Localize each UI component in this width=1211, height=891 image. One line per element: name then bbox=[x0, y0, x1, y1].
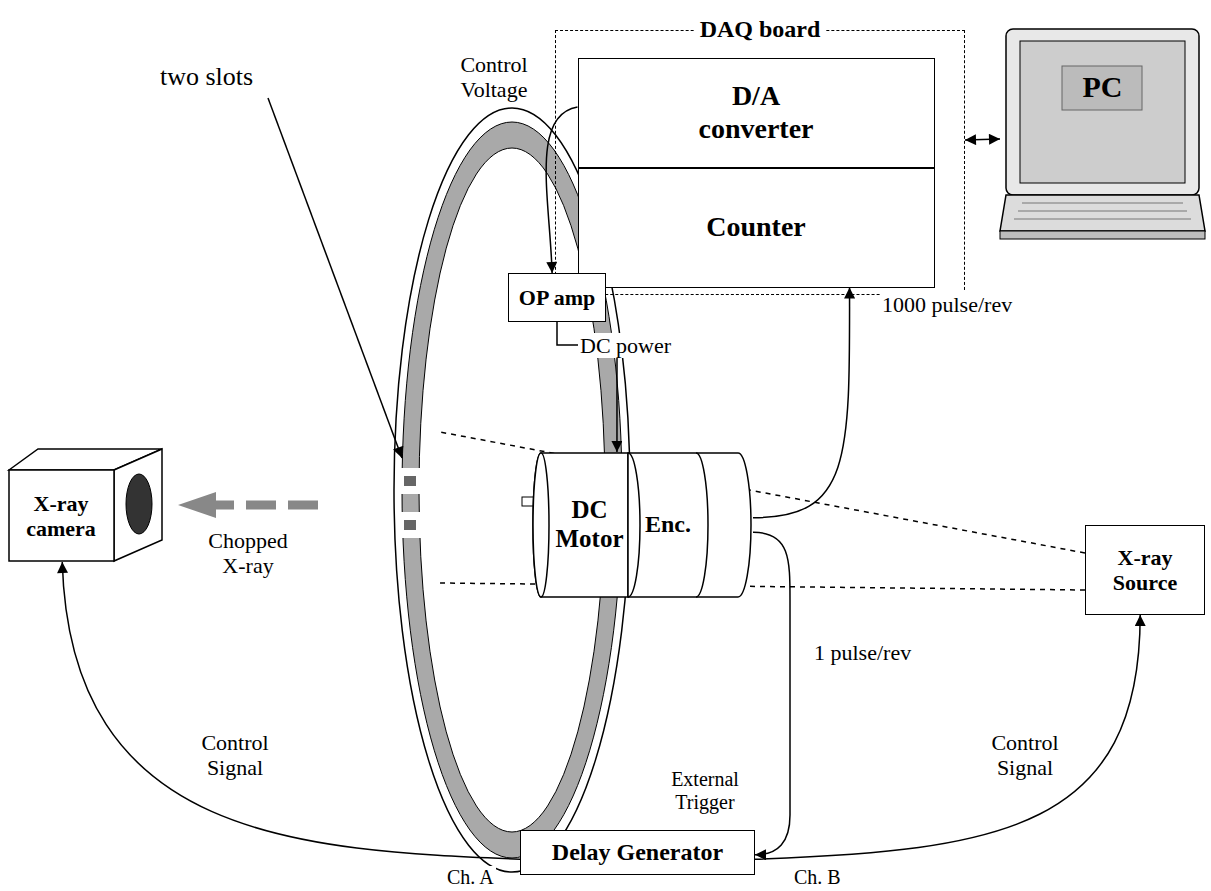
laptop-screen bbox=[1020, 41, 1185, 183]
slot-xray bbox=[404, 520, 416, 530]
chopped-beam bbox=[215, 501, 318, 510]
annotation-label: External Trigger bbox=[655, 768, 755, 814]
node-title: PC bbox=[1083, 70, 1123, 105]
edge-label-holder: 1 pulse/rev bbox=[812, 640, 913, 665]
connector bbox=[965, 139, 1000, 140]
annotation-label: two slots bbox=[158, 62, 255, 92]
node-title: OP amp bbox=[519, 285, 595, 310]
camera-front bbox=[9, 470, 114, 561]
edge-label: Control Voltage bbox=[448, 52, 540, 103]
pc-laptop: PC bbox=[1000, 28, 1205, 243]
node-title: D/A converter bbox=[686, 80, 826, 144]
connector bbox=[62, 562, 520, 859]
camera-side bbox=[114, 449, 162, 561]
laptop-outline bbox=[1000, 28, 1205, 243]
node-title: X-ray camera bbox=[11, 491, 111, 542]
delay-box: Delay Generator bbox=[520, 830, 755, 875]
laptop-base bbox=[1000, 195, 1205, 231]
annotation-label-holder: Ch. A bbox=[445, 866, 496, 889]
node-title: DAQ board bbox=[695, 16, 826, 44]
converter-box: D/A converter bbox=[578, 58, 935, 168]
edge-label-holder: Control Signal bbox=[185, 730, 285, 781]
connector bbox=[546, 107, 577, 273]
camera-lens bbox=[126, 474, 152, 534]
annotation-label-holder: two slots bbox=[158, 62, 255, 92]
edge-label: 1 pulse/rev bbox=[812, 640, 913, 665]
camera-box: X-ray camera bbox=[8, 448, 163, 562]
edge-label: 1000 pulse/rev bbox=[880, 292, 1014, 317]
motor-cylinder: DC Motor bbox=[532, 452, 628, 598]
annotation-label-holder: External Trigger bbox=[655, 768, 755, 814]
annotation-label-holder: Chopped X-ray bbox=[198, 528, 298, 579]
annotation-label: Ch. A bbox=[445, 866, 496, 889]
disk-slot bbox=[398, 512, 424, 538]
disk-slot bbox=[398, 468, 424, 494]
motor-face bbox=[533, 453, 549, 597]
connector bbox=[753, 288, 850, 518]
daq-board: DAQ boardD/A converterCounter bbox=[555, 30, 965, 295]
encoder-cylinder: Enc. bbox=[628, 452, 753, 598]
keyboard-rows bbox=[1014, 203, 1191, 219]
edge-label-holder: 1000 pulse/rev bbox=[880, 292, 1014, 317]
annotation-label-holder: Ch. B bbox=[792, 866, 843, 889]
node-title: X-ray Source bbox=[1095, 545, 1195, 596]
connector bbox=[753, 532, 790, 854]
edge-label: DC power bbox=[578, 333, 673, 358]
laptop-lid bbox=[1006, 29, 1199, 195]
laptop-edge bbox=[1000, 231, 1205, 239]
node-title: DC Motor bbox=[553, 496, 627, 554]
edge-label-holder: Control Voltage bbox=[448, 52, 540, 103]
edge-label-holder: Control Signal bbox=[975, 730, 1075, 781]
motor-body bbox=[533, 453, 628, 597]
screen-window bbox=[1062, 66, 1142, 110]
encoder-rims bbox=[628, 453, 708, 597]
node-title: Enc. bbox=[645, 511, 691, 539]
slot-xray bbox=[404, 476, 416, 486]
connector bbox=[755, 615, 1140, 859]
motor-shaft bbox=[522, 497, 534, 506]
leader-line bbox=[268, 98, 402, 458]
annotation-label: Chopped X-ray bbox=[198, 528, 298, 579]
chopped-beam-head bbox=[178, 492, 216, 518]
node-title: Counter bbox=[706, 211, 806, 243]
node-title: Delay Generator bbox=[552, 839, 723, 867]
annotation-label: Ch. B bbox=[792, 866, 843, 889]
opamp-box: OP amp bbox=[508, 273, 606, 322]
edge-label: Control Signal bbox=[185, 730, 285, 781]
encoder-body bbox=[628, 453, 751, 597]
edge-label: Control Signal bbox=[975, 730, 1075, 781]
source-box: X-ray Source bbox=[1085, 525, 1205, 615]
edge-label-holder: DC power bbox=[578, 333, 673, 358]
counter-box: Counter bbox=[578, 168, 935, 288]
